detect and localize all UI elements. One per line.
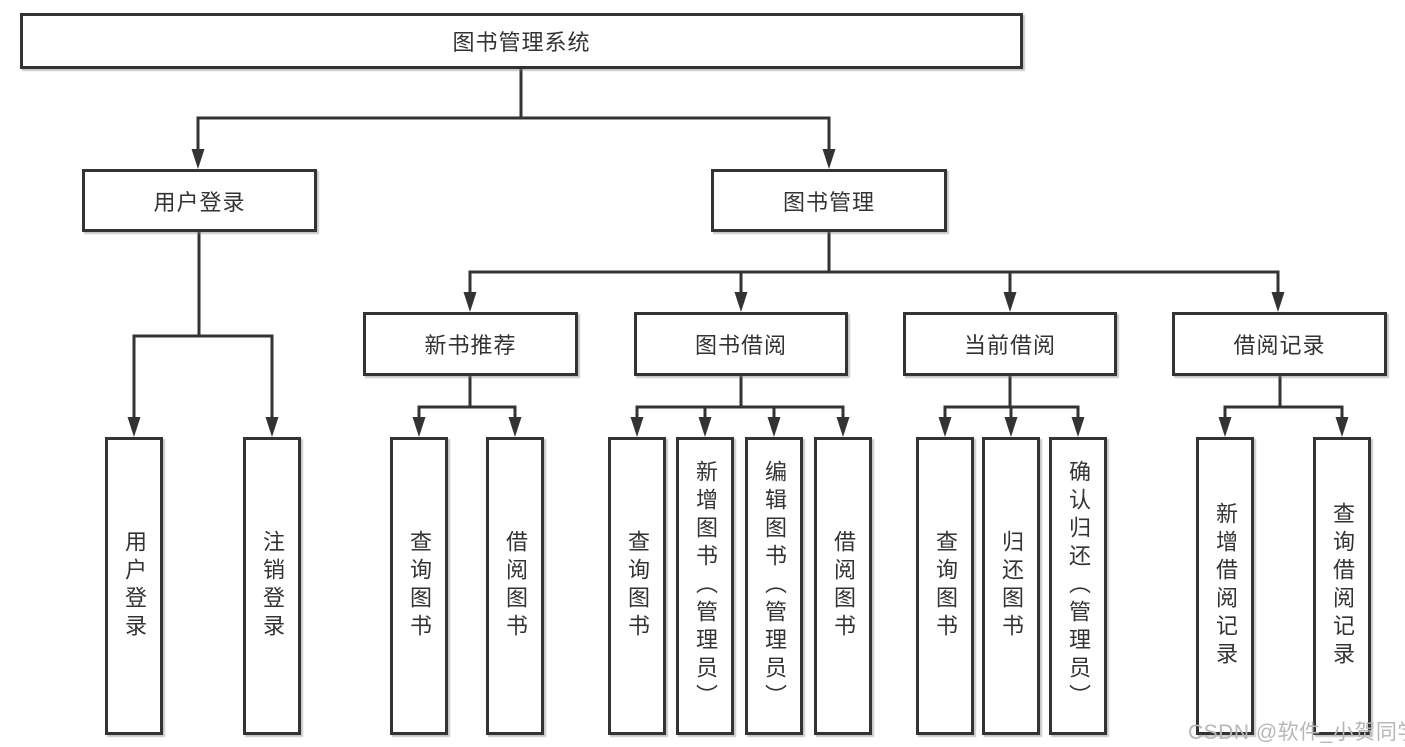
connector-current-borrow-children (938, 376, 1085, 437)
node-user-login: 用户登录 (82, 169, 317, 232)
node-root-system: 图书管理系统 (20, 13, 1023, 69)
leaf-edit-book-admin: 编辑图书（管理员） (745, 437, 803, 735)
leaf-return-book: 归还图书 (982, 437, 1040, 735)
connector-root-to-level2 (191, 69, 836, 169)
node-user-login-label: 用户登录 (153, 189, 246, 215)
leaf-query-borrow-record-label: 查询借阅记录 (1330, 502, 1355, 670)
leaf-add-book-admin: 新增图书（管理员） (676, 437, 734, 735)
node-book-borrow: 图书借阅 (634, 312, 848, 376)
node-borrow-records-label: 借阅记录 (1233, 333, 1326, 358)
node-current-borrow: 当前借阅 (903, 312, 1117, 376)
leaf-return-book-label: 归还图书 (999, 530, 1024, 642)
connector-borrow-records-children (1218, 376, 1349, 437)
connector-new-book-recommend-children (412, 376, 522, 437)
leaf-recommend-borrow-book-label: 借阅图书 (503, 530, 528, 642)
leaf-user-login: 用户登录 (105, 437, 163, 735)
node-borrow-records: 借阅记录 (1172, 312, 1387, 376)
csdn-watermark: CSDN @软件_小贺同学 (1188, 721, 1405, 744)
leaf-recommend-borrow-book: 借阅图书 (486, 437, 544, 735)
leaf-add-borrow-record-label: 新增借阅记录 (1213, 502, 1238, 670)
node-book-management-label: 图书管理 (782, 189, 875, 215)
leaf-add-book-admin-label: 新增图书（管理员） (693, 460, 718, 712)
leaf-confirm-return-admin: 确认归还（管理员） (1049, 437, 1107, 735)
node-new-book-recommend: 新书推荐 (363, 312, 578, 376)
leaf-current-query-book: 查询图书 (916, 437, 974, 735)
leaf-borrow-query-book-label: 查询图书 (625, 530, 650, 642)
leaf-query-borrow-record: 查询借阅记录 (1313, 437, 1371, 735)
node-new-book-recommend-label: 新书推荐 (424, 333, 517, 358)
leaf-borrow-query-book: 查询图书 (608, 437, 666, 735)
leaf-confirm-return-admin-label: 确认归还（管理员） (1066, 460, 1091, 712)
connector-book-management-children (463, 232, 1285, 312)
node-book-borrow-label: 图书借阅 (694, 333, 787, 358)
connector-book-borrow-children (630, 376, 850, 437)
node-current-borrow-label: 当前借阅 (963, 333, 1056, 358)
leaf-edit-book-admin-label: 编辑图书（管理员） (762, 460, 787, 712)
connector-user-login-children (127, 232, 279, 437)
leaf-borrow-book: 借阅图书 (814, 437, 872, 735)
leaf-recommend-query-book: 查询图书 (390, 437, 448, 735)
leaf-logout-label: 注销登录 (260, 530, 285, 642)
leaf-logout: 注销登录 (243, 437, 301, 735)
leaf-borrow-book-label: 借阅图书 (831, 530, 856, 642)
leaf-current-query-book-label: 查询图书 (933, 530, 958, 642)
leaf-recommend-query-book-label: 查询图书 (407, 530, 432, 642)
node-book-management: 图书管理 (711, 169, 947, 232)
node-root-label: 图书管理系统 (452, 30, 591, 55)
leaf-user-login-label: 用户登录 (122, 530, 147, 642)
leaf-add-borrow-record: 新增借阅记录 (1196, 437, 1254, 735)
